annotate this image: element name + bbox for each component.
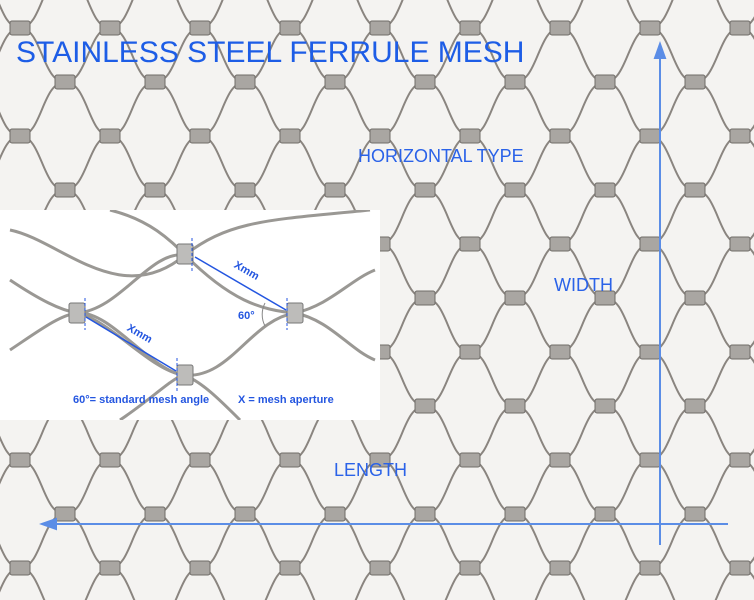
aperture-note: X = mesh aperture xyxy=(238,394,334,406)
page-title: STAINLESS STEEL FERRULE MESH xyxy=(16,36,525,69)
width-label: WIDTH xyxy=(554,275,613,295)
length-label: LENGTH xyxy=(334,460,408,480)
horizontal-type-label: HORIZONTAL TYPE xyxy=(358,146,524,166)
mesh-detail-inset: Xmm Xmm 60° 60°= standard mesh angle X =… xyxy=(0,208,380,422)
mesh-detail-diagram xyxy=(9,208,376,422)
width-arrow xyxy=(653,41,667,545)
angle-label: 60° xyxy=(238,310,255,322)
angle-note: 60°= standard mesh angle xyxy=(73,394,210,406)
length-arrow xyxy=(39,517,728,531)
